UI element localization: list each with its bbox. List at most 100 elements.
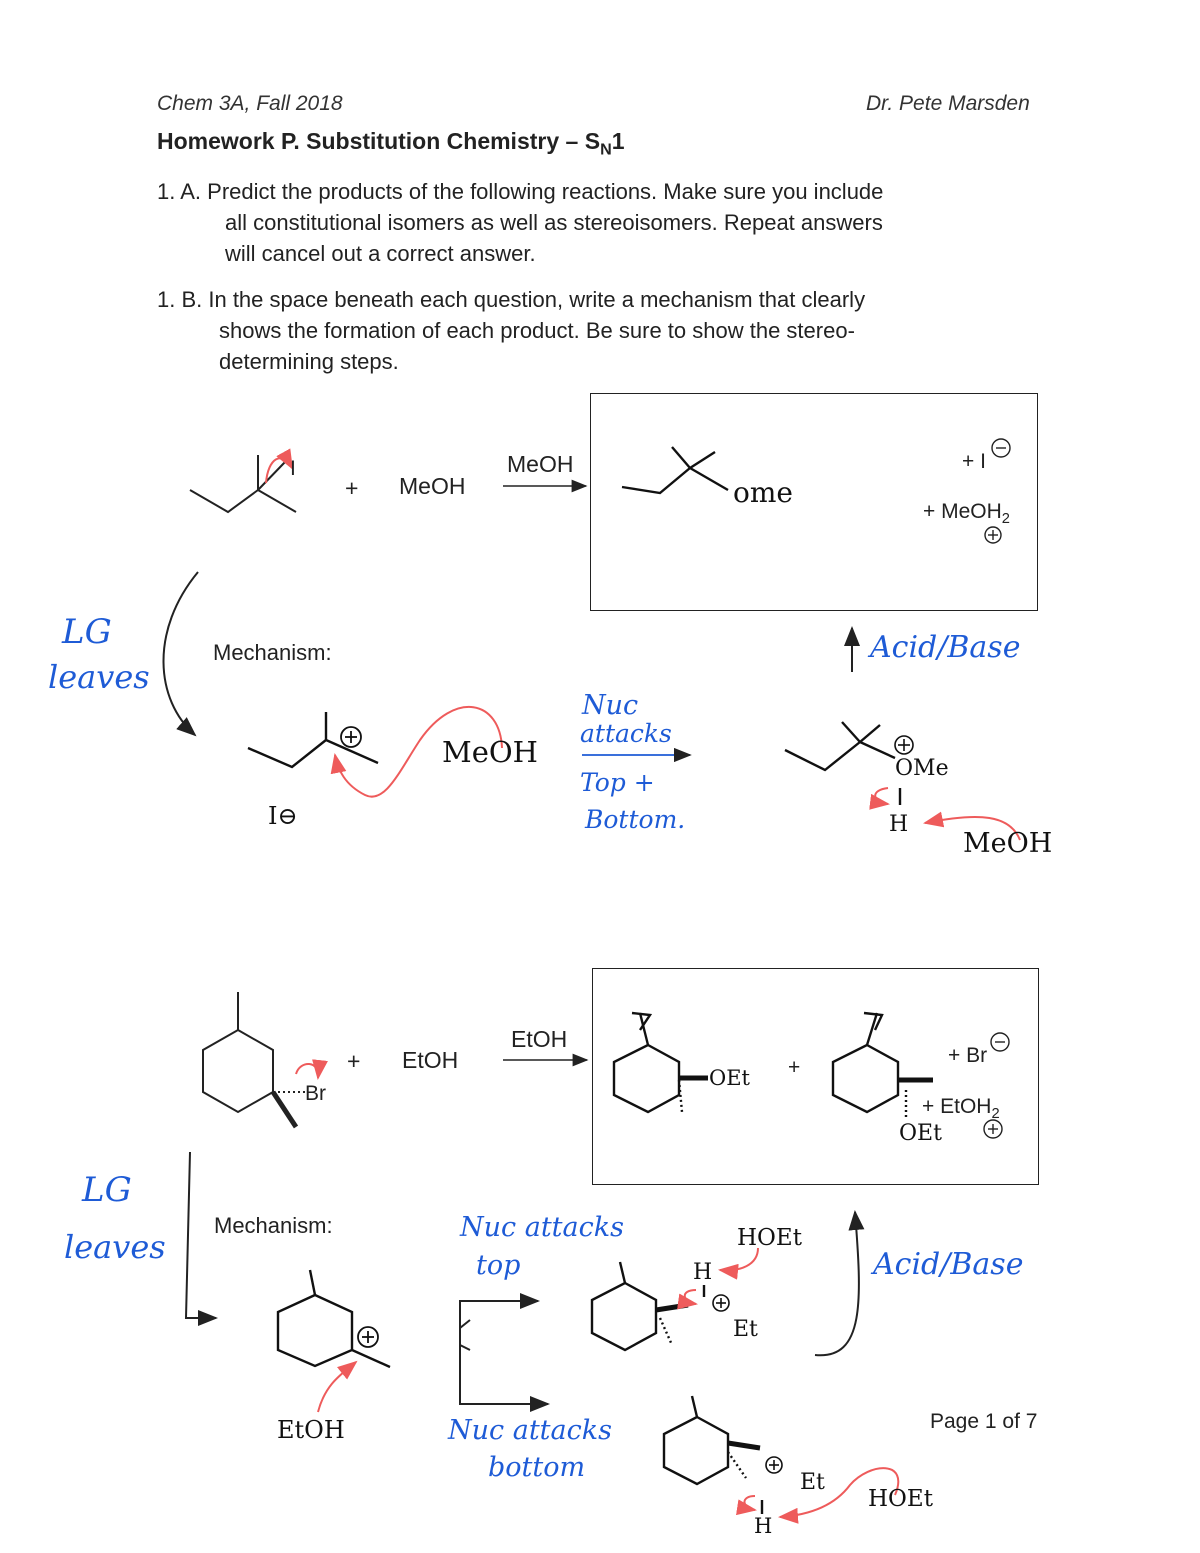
r2-byproduct-etoh2: + EtOH2 bbox=[922, 1095, 1000, 1122]
r2-top-oxonium-ring bbox=[590, 1261, 706, 1352]
r1-nuc-line3: Top + bbox=[580, 768, 655, 797]
r1-oxonium-skeleton bbox=[784, 721, 902, 805]
r2-etoh2-plus-charge bbox=[983, 1119, 1003, 1139]
r2-bottom-et: Et bbox=[800, 1470, 825, 1495]
course-header: Chem 3A, Fall 2018 bbox=[157, 92, 343, 115]
r1-iodine-atom: I bbox=[290, 457, 296, 480]
r2-top-et: Et bbox=[733, 1317, 758, 1342]
r2-top-proton-arrow bbox=[718, 1247, 759, 1280]
r1-reagent: MeOH bbox=[399, 473, 466, 499]
r2-bottom-oxonium-charge bbox=[765, 1456, 783, 1474]
r2-branch-top-arrow bbox=[459, 1293, 540, 1330]
r2-bottom-bond-arrow bbox=[735, 1495, 757, 1516]
r2-acid-base: Acid/Base bbox=[873, 1247, 1024, 1282]
r2-bromine-atom: Br bbox=[305, 1082, 326, 1105]
r2-product2-group: OEt bbox=[899, 1121, 942, 1146]
r2-etoh2-text: + EtOH bbox=[922, 1095, 992, 1118]
r2-bottom-h: H bbox=[754, 1514, 773, 1538]
r2-etoh2-sub: 2 bbox=[991, 1106, 1000, 1123]
r2-product-plus: + bbox=[788, 1056, 801, 1079]
r2-lg-line1: LG bbox=[82, 1170, 132, 1210]
r1-nuc-meoh: MeOH bbox=[442, 735, 538, 769]
r1-lg-bracket-arrow bbox=[162, 571, 199, 737]
r1-product-plus-charge bbox=[984, 526, 1002, 544]
r1-mechanism-label: Mechanism: bbox=[213, 640, 332, 665]
r2-nuc-top2: top bbox=[476, 1250, 521, 1281]
r1-acid-base: Acid/Base bbox=[870, 630, 1021, 665]
r1-carbocation-charge bbox=[340, 726, 362, 748]
q1b-line2: shows the formation of each product. Be … bbox=[219, 318, 855, 343]
r2-bromide-minus-charge bbox=[990, 1032, 1010, 1052]
q1b-line1: 1. B. In the space beneath each question… bbox=[157, 287, 866, 312]
question-1b: 1. B. In the space beneath each question… bbox=[157, 284, 865, 377]
q1a-line3: will cancel out a correct answer. bbox=[225, 241, 536, 266]
r2-bottom-oxonium-ring bbox=[662, 1395, 764, 1514]
r1-substrate-skeleton bbox=[189, 455, 297, 514]
r1-lg-line2: leaves bbox=[48, 658, 150, 696]
r1-plus: + bbox=[345, 475, 359, 501]
r1-base-meoh: MeOH bbox=[963, 828, 1053, 859]
r1-carbocation-skeleton bbox=[247, 712, 379, 769]
r2-top-bond-arrow bbox=[677, 1289, 698, 1310]
r2-acid-base-arc bbox=[814, 1210, 865, 1357]
r2-top-hoet: HOEt bbox=[737, 1225, 802, 1251]
r2-arrow-label: EtOH bbox=[511, 1026, 568, 1052]
r1-lg-curved-arrow bbox=[265, 448, 293, 484]
r1-lg-line1: LG bbox=[62, 612, 112, 652]
title-text: Homework P. Substitution Chemistry – S bbox=[157, 128, 601, 154]
r2-lg-curved-arrow bbox=[295, 1059, 328, 1080]
r1-h-label: H bbox=[889, 812, 909, 837]
r2-mechanism-label: Mechanism: bbox=[214, 1213, 333, 1238]
r1-meoh2-text: + MeOH bbox=[923, 500, 1002, 523]
r2-bottom-hoet: HOEt bbox=[868, 1486, 933, 1512]
r2-carbocation-charge bbox=[357, 1326, 379, 1348]
r2-nuc-bottom2: bottom bbox=[488, 1452, 586, 1483]
r1-nuc-line4: Bottom. bbox=[585, 805, 686, 834]
r2-nuc-bottom: Nuc attacks bbox=[448, 1415, 612, 1446]
r1-bond-break-arrow bbox=[869, 787, 890, 810]
r1-product-group: ome bbox=[733, 476, 793, 509]
instructor-header: Dr. Pete Marsden bbox=[866, 92, 1030, 115]
r2-nuc-top: Nuc attacks bbox=[460, 1212, 624, 1243]
answer-box-1 bbox=[590, 393, 1038, 611]
r1-iodide-minus-charge bbox=[991, 438, 1011, 458]
r1-oxonium-group: OMe bbox=[895, 756, 949, 781]
r2-reagent: EtOH bbox=[402, 1047, 459, 1073]
title-subscript: N bbox=[600, 140, 612, 159]
r2-product2-ring bbox=[831, 1011, 933, 1118]
r2-nuc-etoh: EtOH bbox=[277, 1416, 345, 1444]
r2-bottom-proton-arrow bbox=[778, 1467, 900, 1524]
r2-substrate-ring bbox=[202, 992, 305, 1129]
r1-proton-arrow bbox=[923, 811, 1021, 841]
r1-byproduct-meoh2: + MeOH2 bbox=[923, 500, 1010, 527]
r2-lg-bracket-arrow bbox=[184, 1151, 218, 1326]
r1-nuc-curved-arrow bbox=[330, 705, 503, 798]
r1-byproduct-iodide: + I bbox=[962, 450, 986, 473]
title-end: 1 bbox=[611, 128, 625, 154]
question-1a: 1. A. Predict the products of the follow… bbox=[157, 176, 883, 269]
r2-lg-line2: leaves bbox=[64, 1228, 166, 1266]
r2-plus: + bbox=[347, 1048, 361, 1074]
r1-product-skeleton bbox=[621, 446, 729, 495]
page-title: Homework P. Substitution Chemistry – SN1 bbox=[157, 128, 624, 160]
r2-top-h: H bbox=[693, 1260, 713, 1285]
r2-branch-bottom-arrow bbox=[459, 1345, 550, 1412]
r2-nuc-curved-arrow bbox=[317, 1360, 358, 1413]
r2-product1-ring bbox=[612, 1011, 708, 1114]
r1-meoh2-sub: 2 bbox=[1001, 511, 1010, 528]
r2-top-oxonium-charge bbox=[712, 1294, 730, 1312]
r1-arrow-label: MeOH bbox=[507, 451, 574, 477]
r1-oxonium-charge bbox=[894, 735, 914, 755]
q1a-line1: 1. A. Predict the products of the follow… bbox=[157, 179, 884, 204]
q1a-line2: all constitutional isomers as well as st… bbox=[225, 210, 883, 235]
q1b-line3: determining steps. bbox=[219, 349, 399, 374]
r1-iodide-ion: I⊖ bbox=[268, 802, 298, 830]
r2-product1-group: OEt bbox=[709, 1066, 750, 1090]
r1-nuc-line1: Nuc bbox=[582, 690, 639, 721]
r1-nuc-line2: attacks bbox=[580, 719, 672, 748]
r2-branch-bracket bbox=[459, 1319, 471, 1351]
answer-box-2 bbox=[592, 968, 1039, 1185]
r2-carbocation-ring bbox=[276, 1269, 391, 1369]
page-number: Page 1 of 7 bbox=[930, 1410, 1038, 1433]
